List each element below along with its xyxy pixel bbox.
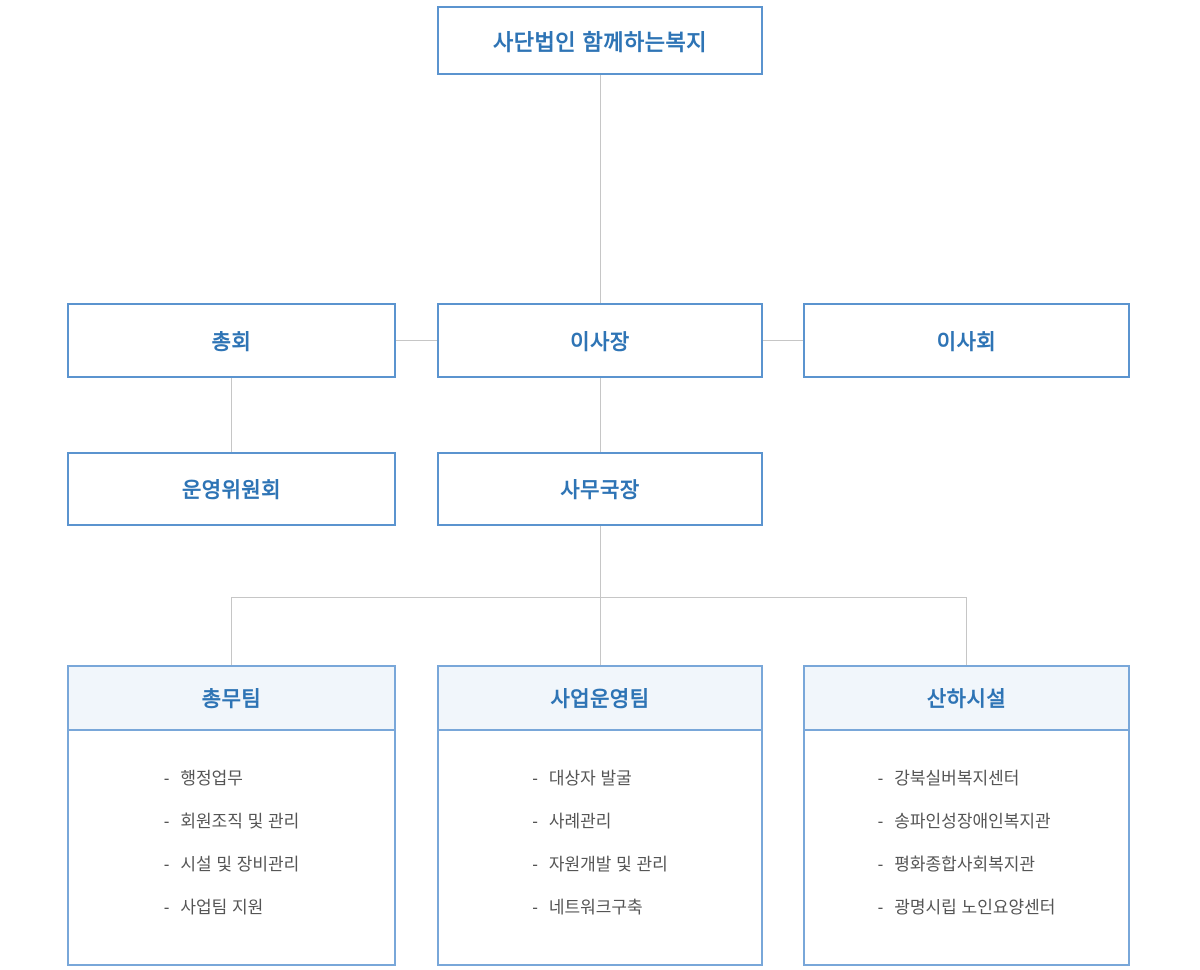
node-secretary-general-label: 사무국장 [560, 479, 640, 502]
dept-program-operations: 사업운영팀 -대상자 발굴 -사례관리 -자원개발 및 관리 -네트워크구축 [437, 665, 763, 966]
list-bullet: - [163, 855, 170, 874]
list-bullet: - [532, 812, 538, 831]
node-steering-committee-label: 운영위원회 [181, 479, 282, 502]
node-chairman: 이사장 [437, 303, 763, 378]
list-item-text: 사업팀 지원 [180, 898, 264, 917]
dept-program-operations-list: -대상자 발굴 -사례관리 -자원개발 및 관리 -네트워크구축 [532, 731, 668, 941]
connector-branch-horizontal [231, 597, 966, 598]
node-general-assembly: 총회 [67, 303, 396, 378]
list-bullet: - [532, 898, 538, 917]
list-item-text: 평화종합사회복지관 [894, 855, 1036, 874]
node-corporation-root: 사단법인 함께하는복지 [437, 6, 763, 75]
list-item-text: 자원개발 및 관리 [548, 855, 668, 874]
list-item-text: 강북실버복지센터 [894, 769, 1020, 788]
list-item-text: 회원조직 및 관리 [180, 812, 300, 831]
list-item: -사업팀 지원 [164, 898, 300, 918]
dept-program-operations-title: 사업운영팀 [550, 688, 650, 711]
node-chairman-label: 이사장 [570, 330, 630, 354]
list-item-text: 사례관리 [548, 812, 612, 831]
list-item: -자원개발 및 관리 [532, 855, 668, 875]
connector-drop-dept-1 [231, 597, 232, 665]
connector-assembly-to-chairman [396, 340, 437, 341]
connector-assembly-to-steering [231, 378, 232, 452]
node-board-of-directors-label: 이사회 [936, 330, 997, 354]
dept-general-affairs-header: 총무팀 [69, 667, 394, 731]
connector-chairman-to-board [763, 340, 803, 341]
list-item: -사례관리 [532, 812, 668, 832]
list-item: -행정업무 [164, 769, 300, 789]
dept-general-affairs-body: -행정업무 -회원조직 및 관리 -시설 및 장비관리 -사업팀 지원 [69, 731, 394, 941]
list-bullet: - [877, 855, 884, 874]
list-item: -광명시립 노인요양센터 [878, 898, 1056, 918]
node-corporation-root-label: 사단법인 함께하는복지 [492, 29, 707, 55]
dept-affiliated-facilities-title: 산하시설 [926, 688, 1007, 711]
list-item: -네트워크구축 [532, 898, 668, 918]
list-item: -송파인성장애인복지관 [878, 812, 1056, 832]
list-bullet: - [877, 769, 884, 788]
dept-general-affairs-list: -행정업무 -회원조직 및 관리 -시설 및 장비관리 -사업팀 지원 [164, 731, 300, 941]
node-board-of-directors: 이사회 [803, 303, 1130, 378]
dept-affiliated-facilities-header: 산하시설 [805, 667, 1128, 731]
node-general-assembly-label: 총회 [211, 330, 252, 354]
list-item-text: 광명시립 노인요양센터 [894, 898, 1056, 917]
list-item: -평화종합사회복지관 [878, 855, 1056, 875]
dept-general-affairs-title: 총무팀 [201, 688, 262, 711]
dept-general-affairs: 총무팀 -행정업무 -회원조직 및 관리 -시설 및 장비관리 -사업팀 지원 [67, 665, 396, 966]
list-item: -회원조직 및 관리 [164, 812, 300, 832]
node-steering-committee: 운영위원회 [67, 452, 396, 526]
list-item: -시설 및 장비관리 [164, 855, 300, 875]
node-secretary-general: 사무국장 [437, 452, 763, 526]
connector-drop-dept-3 [966, 597, 967, 665]
list-item-text: 송파인성장애인복지관 [894, 812, 1051, 831]
list-item-text: 네트워크구축 [548, 898, 643, 917]
dept-program-operations-body: -대상자 발굴 -사례관리 -자원개발 및 관리 -네트워크구축 [439, 731, 761, 941]
connector-chairman-to-secretary [600, 378, 601, 452]
dept-affiliated-facilities-list: -강북실버복지센터 -송파인성장애인복지관 -평화종합사회복지관 -광명시립 노… [878, 731, 1056, 941]
connector-secretary-stem [600, 526, 601, 597]
list-item: -대상자 발굴 [532, 769, 668, 789]
list-item-text: 대상자 발굴 [548, 769, 632, 788]
list-bullet: - [532, 769, 538, 788]
list-bullet: - [163, 769, 170, 788]
dept-program-operations-header: 사업운영팀 [439, 667, 761, 731]
connector-root-to-chairman [600, 75, 601, 303]
list-bullet: - [877, 812, 884, 831]
list-item: -강북실버복지센터 [878, 769, 1056, 789]
list-bullet: - [163, 898, 170, 917]
list-item-text: 시설 및 장비관리 [180, 855, 300, 874]
list-item-text: 행정업무 [180, 769, 243, 788]
list-bullet: - [163, 812, 170, 831]
dept-affiliated-facilities-body: -강북실버복지센터 -송파인성장애인복지관 -평화종합사회복지관 -광명시립 노… [805, 731, 1128, 941]
connector-drop-dept-2 [600, 597, 601, 665]
list-bullet: - [877, 898, 884, 917]
dept-affiliated-facilities: 산하시설 -강북실버복지센터 -송파인성장애인복지관 -평화종합사회복지관 -광… [803, 665, 1130, 966]
list-bullet: - [532, 855, 538, 874]
